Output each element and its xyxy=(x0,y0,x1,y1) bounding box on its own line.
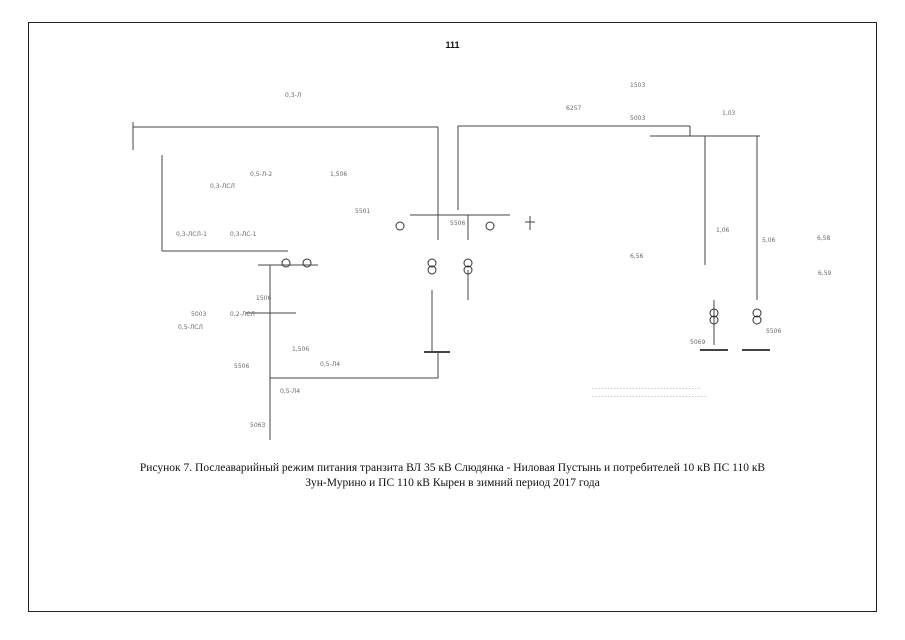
legend-line: - - - - - - - - - - - - - - - - - - - - … xyxy=(592,395,706,400)
diagram-label: 0,3-ЛСЛ xyxy=(210,183,235,190)
diagram-label: 1503 xyxy=(630,82,645,89)
transformer-icon xyxy=(752,308,762,318)
diagram-label: 0,5-Л4 xyxy=(320,361,340,368)
diagram-label: 5506 xyxy=(234,363,249,370)
diagram-label: 5003 xyxy=(630,115,645,122)
diagram-label: 1,506 xyxy=(330,171,347,178)
diagram-label: 0,5-Л-2 xyxy=(250,171,272,178)
page-number: 111 xyxy=(445,40,460,50)
caption-line-1: Рисунок 7. Послеаварийный режим питания … xyxy=(139,462,766,474)
diagram-label: 6,58 xyxy=(817,235,831,242)
caption-line-2: Зун-Мурино и ПС 110 кВ Кырен в зимний пе… xyxy=(305,477,600,489)
transformer-icon xyxy=(281,258,291,268)
diagram-label: 1,06 xyxy=(716,227,730,234)
diagram-label: 6,59 xyxy=(818,270,832,277)
diagram-label: 5069 xyxy=(690,339,705,346)
transformer-icon xyxy=(427,265,437,275)
diagram-label: 0,5-Л4 xyxy=(280,388,300,395)
transformer-icon xyxy=(427,258,437,268)
diagram-label: 0,2-ЛСЛ xyxy=(230,311,255,318)
diagram-label: 0,3-Л xyxy=(285,92,301,99)
diagram-label: 5063 xyxy=(250,422,265,429)
figure-caption: Рисунок 7. Послеаварийный режим питания … xyxy=(60,461,845,491)
transformer-icon xyxy=(709,315,719,325)
diagram-label: 0,3-ЛСЛ-1 xyxy=(176,231,207,238)
page-frame xyxy=(28,22,877,612)
diagram-label: 1506 xyxy=(256,295,271,302)
diagram-label: 5506 xyxy=(450,220,465,227)
transformer-icon xyxy=(395,221,405,231)
transformer-icon xyxy=(463,265,473,275)
diagram-label: 5,06 xyxy=(762,237,776,244)
diagram-label: 1,03 xyxy=(722,110,736,117)
transformer-icon xyxy=(302,258,312,268)
diagram-label: 6,56 xyxy=(630,253,644,260)
diagram-label: 5501 xyxy=(355,208,370,215)
diagram-label: 0,3-ЛС-1 xyxy=(230,231,257,238)
transformer-icon xyxy=(485,221,495,231)
diagram-label: 1,506 xyxy=(292,346,309,353)
transformer-icon xyxy=(752,315,762,325)
transformer-icon xyxy=(709,308,719,318)
diagram-label: 5506 xyxy=(766,328,781,335)
legend-line: - - - - - - - - - - - - - - - - - - - - … xyxy=(592,387,700,392)
diagram-label: 5003 xyxy=(191,311,206,318)
diagram-label: 6257 xyxy=(566,105,581,112)
transformer-icon xyxy=(463,258,473,268)
diagram-label: 0,5-ЛСЛ xyxy=(178,324,203,331)
